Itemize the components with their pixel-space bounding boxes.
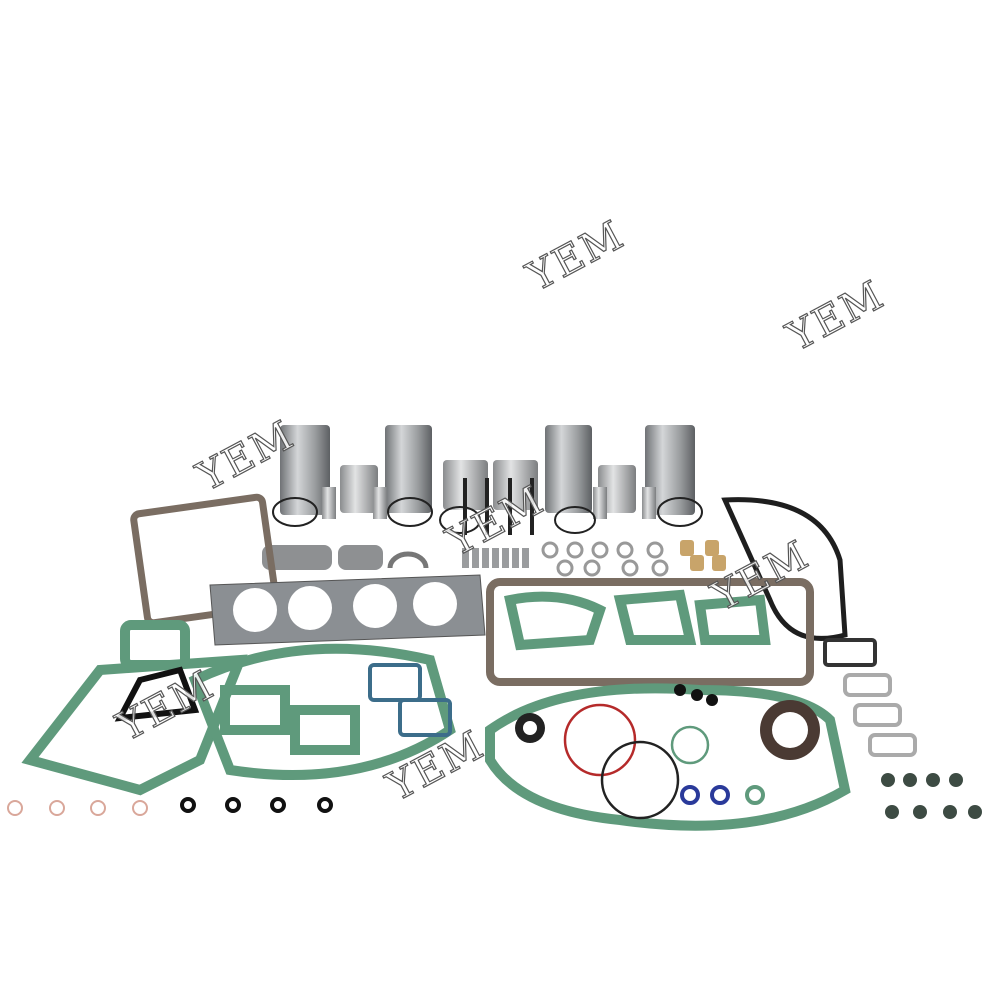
- o-rings: [563, 703, 765, 820]
- bushings: [680, 540, 726, 571]
- piston-rings: [272, 497, 703, 534]
- valve-guides: [462, 548, 529, 568]
- valve-stem-seals: [881, 773, 982, 819]
- copper-washers: [7, 800, 148, 816]
- valve-cover-gasket-rubber: [721, 497, 848, 641]
- oil-pan-gasket: [486, 578, 814, 686]
- valves: [463, 478, 534, 535]
- small-gaskets: [114, 638, 917, 757]
- rubber-washers: [180, 797, 333, 813]
- valve-seats: [541, 541, 669, 577]
- head-gasket: [209, 574, 486, 646]
- cylinder-liners: [280, 425, 695, 515]
- green-gaskets: [21, 589, 851, 831]
- oil-seals: [515, 684, 820, 760]
- bearings: [262, 545, 429, 570]
